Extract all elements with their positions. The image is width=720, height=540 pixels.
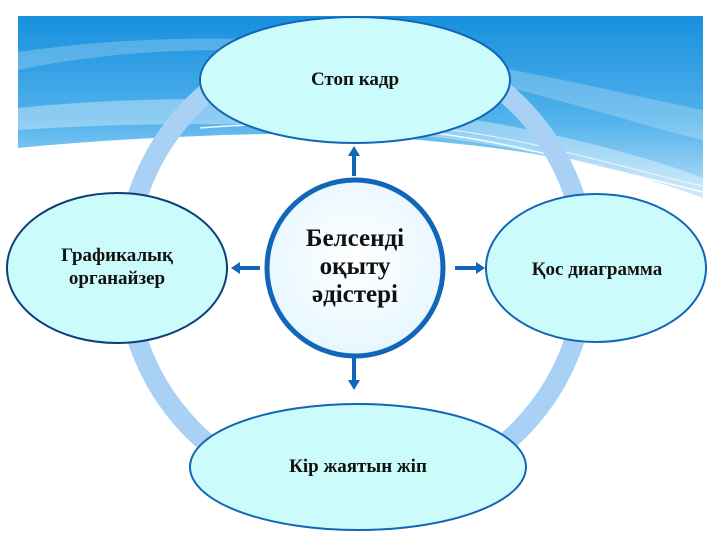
arrow-down (348, 358, 360, 390)
arrow-right (455, 262, 485, 274)
node-bottom-shape (189, 403, 527, 531)
arrow-left (231, 262, 260, 274)
node-left-label: Графикалық органайзер (61, 245, 173, 289)
node-bottom-label: Кір жаятын жіп (289, 455, 427, 477)
node-top-shape (199, 16, 511, 144)
center-node-label: Белсенді оқыту әдістері (305, 225, 405, 308)
node-left-shape (6, 192, 228, 344)
center-node-shape (264, 177, 446, 359)
node-right-shape (485, 193, 707, 343)
arrow-up (348, 146, 360, 176)
node-top-label: Стоп кадр (310, 68, 400, 90)
node-right-label: Қос диаграмма (531, 258, 663, 280)
